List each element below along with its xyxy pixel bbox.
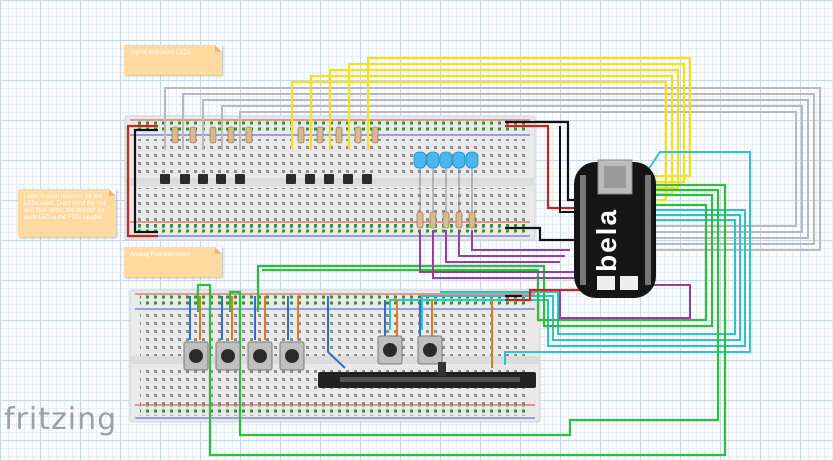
board-logo: bela: [591, 208, 622, 272]
grey-wires: [164, 87, 821, 251]
fritzing-logo: fritzing: [4, 402, 118, 437]
purple-wires: [419, 230, 691, 319]
green-wires: [196, 183, 727, 457]
note-signal-leds: Signal Indicators LEDs: [124, 45, 222, 75]
board-ground-wire: [559, 126, 578, 213]
note-text: Signal Indicators LEDs: [130, 50, 191, 56]
resistors-top: [171, 126, 379, 144]
push-buttons: [160, 174, 372, 184]
cyan-wires: [389, 151, 751, 365]
slide-potentiometer: [318, 362, 536, 388]
power-wires: [126, 120, 580, 302]
note-text: Analog Potentiometers: [130, 252, 191, 258]
beaglebone-board: bela: [574, 159, 656, 298]
note-label-resistors: Label Rosetti resistors for the LEDs use…: [18, 189, 116, 237]
potentiometers: [183, 296, 493, 371]
note-text: Label Rosetti resistors for the LEDs use…: [24, 194, 106, 221]
note-analog-pots: Analog Potentiometers: [124, 247, 222, 277]
leds: [413, 151, 479, 229]
